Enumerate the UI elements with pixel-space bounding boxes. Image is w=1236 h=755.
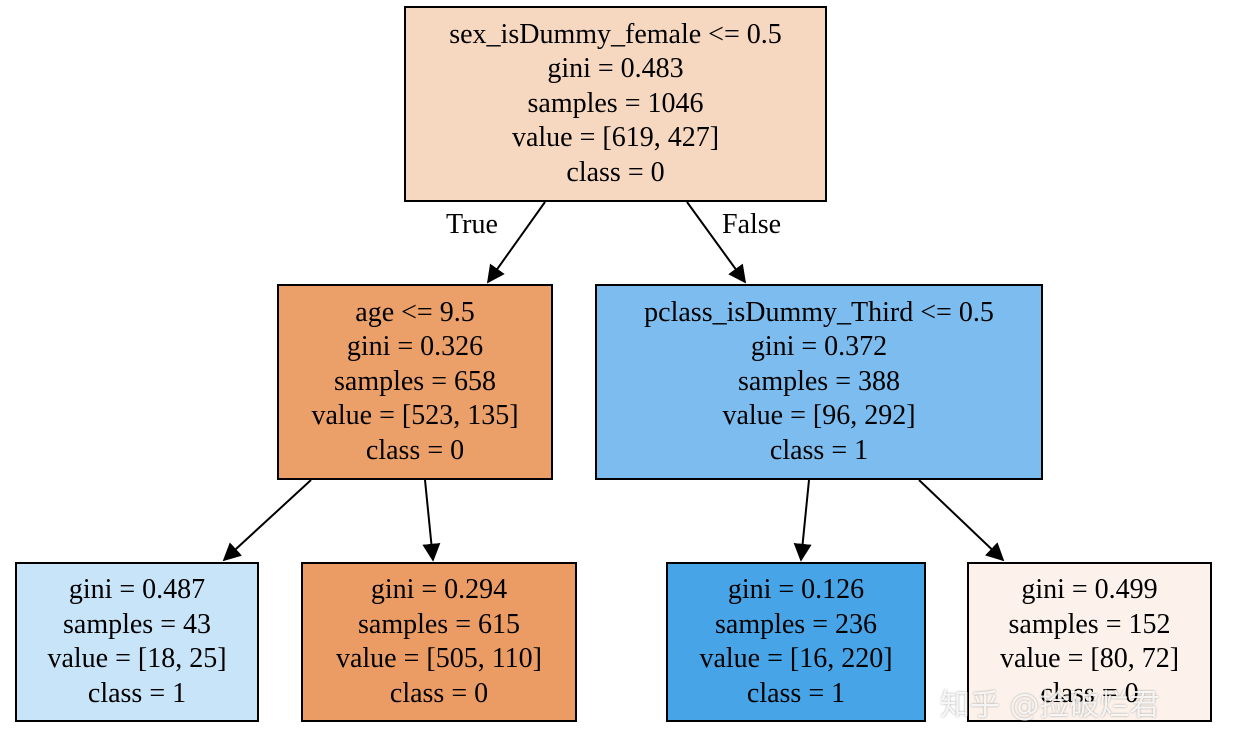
node-gini: gini = 0.126: [727, 574, 865, 605]
edge-root-left: [486, 201, 546, 284]
root-node: sex_isDummy_female <= 0.5 gini = 0.483 s…: [404, 6, 827, 202]
node-value: value = [619, 427]: [511, 122, 720, 154]
node-gini: gini = 0.326: [346, 331, 484, 363]
node-class: class = 0: [389, 677, 489, 709]
node-gini: gini = 0.483: [547, 53, 684, 85]
edge-label-true: True: [446, 209, 498, 240]
node-samples: samples = 43: [63, 608, 211, 640]
node-class: class = 0: [566, 156, 665, 188]
node-value: value = [505, 110]: [335, 643, 543, 674]
node-class: class = 1: [769, 434, 869, 466]
right-child-node: pclass_isDummy_Third <= 0.5 gini = 0.372…: [595, 284, 1043, 480]
leaf-node-left-right: gini = 0.294 samples = 615 value = [505,…: [301, 562, 577, 722]
edge-root-right: [686, 201, 747, 284]
leaf-node-right-left: gini = 0.126 samples = 236 value = [16, …: [666, 562, 926, 722]
leaf-node-left-left: gini = 0.487 samples = 43 value = [18, 2…: [15, 562, 259, 722]
node-gini: gini = 0.372: [750, 331, 888, 363]
edge-right-leftleaf: [793, 479, 812, 562]
node-samples: samples = 658: [334, 365, 496, 397]
node-value: value = [18, 25]: [47, 643, 227, 674]
node-value: value = [80, 72]: [999, 643, 1180, 674]
node-class: class = 1: [87, 677, 187, 709]
node-value: value = [16, 220]: [699, 643, 893, 674]
node-gini: gini = 0.499: [1021, 574, 1158, 605]
node-samples: samples = 152: [1008, 608, 1171, 640]
edge-right-rightleaf: [918, 479, 1005, 562]
left-child-node: age <= 9.5 gini = 0.326 samples = 658 va…: [277, 284, 553, 480]
node-gini: gini = 0.294: [370, 574, 508, 605]
node-class: class = 1: [746, 677, 846, 709]
edge-left-leftleaf: [222, 479, 312, 562]
edge-left-rightleaf: [422, 479, 441, 562]
edge-label-false: False: [722, 209, 782, 240]
node-split-condition: age <= 9.5: [355, 296, 475, 328]
watermark: 知乎 @捡破烂君: [940, 688, 1160, 723]
node-samples: samples = 236: [715, 608, 877, 640]
node-value: value = [96, 292]: [722, 400, 916, 432]
node-samples: samples = 615: [358, 608, 520, 640]
node-samples: samples = 388: [738, 365, 900, 397]
node-class: class = 0: [365, 434, 465, 466]
node-split-condition: pclass_isDummy_Third <= 0.5: [644, 296, 994, 328]
node-split-condition: sex_isDummy_female <= 0.5: [449, 18, 782, 50]
leaf-node-right-right: gini = 0.499 samples = 152 value = [80, …: [967, 562, 1212, 722]
node-samples: samples = 1046: [527, 87, 704, 119]
node-gini: gini = 0.487: [68, 574, 206, 605]
node-class: class = 0: [1040, 677, 1139, 709]
node-value: value = [523, 135]: [311, 400, 519, 432]
